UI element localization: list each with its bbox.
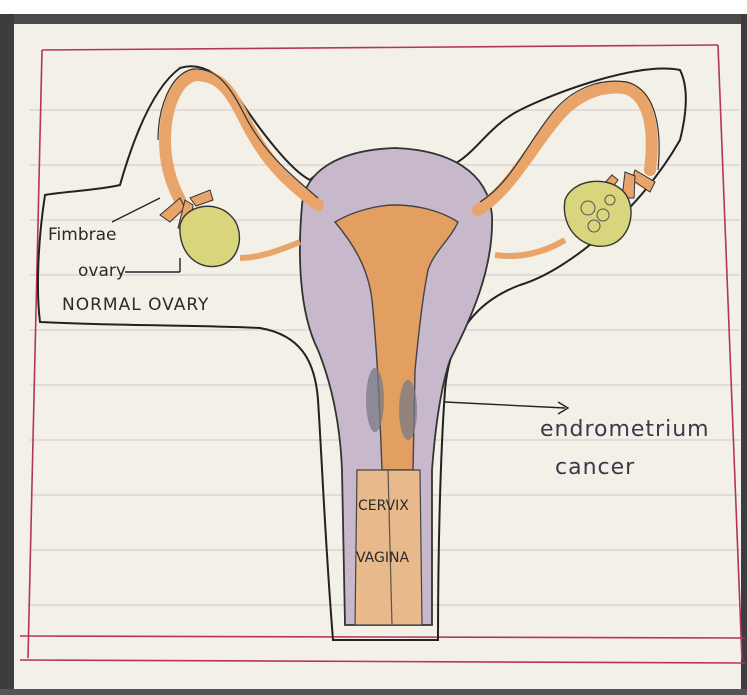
left-fallopian-tube: [165, 75, 318, 205]
right-ovary: [564, 181, 631, 246]
label-fimbriae: Fimbrae: [48, 225, 116, 245]
label-cervix: CERVIX: [358, 498, 409, 514]
label-endometrium: endrometrium: [540, 417, 710, 442]
label-cancer: cancer: [555, 455, 635, 480]
label-normal-ovary: NORMAL OVARY: [62, 295, 209, 315]
right-ovarian-ligament: [495, 240, 565, 256]
label-vagina: VAGINA: [356, 550, 409, 566]
left-ovarian-ligament: [240, 242, 300, 258]
left-ovary: [180, 206, 240, 266]
label-ovary: ovary: [78, 261, 126, 281]
